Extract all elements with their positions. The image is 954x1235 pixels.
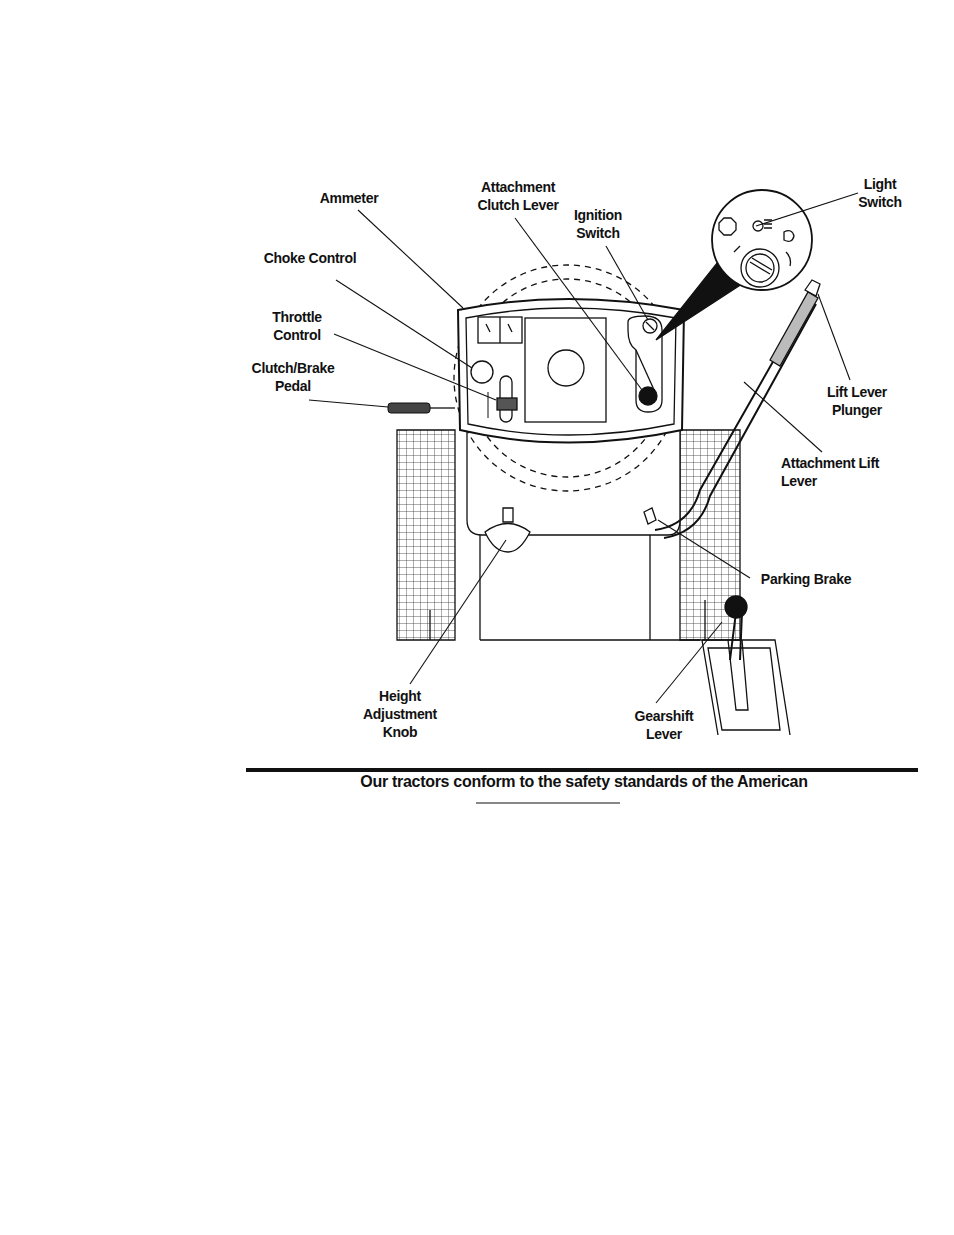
part-label: Clutch/Brake Pedal (241, 359, 345, 395)
part-label: Attachment Lift Lever (781, 454, 899, 490)
part-label: Attachment Clutch Lever (470, 178, 566, 214)
part-label: Throttle Control (261, 308, 333, 344)
part-label: Light Switch (849, 175, 911, 211)
part-label: Choke Control (245, 249, 375, 267)
part-label: Ammeter (304, 189, 394, 207)
footer-note: Our tractors conform to the safety stand… (264, 772, 904, 792)
part-label: Lift Lever Plunger (815, 383, 899, 419)
part-label: Height Adjustment Knob (354, 687, 446, 741)
part-label: Ignition Switch (562, 206, 634, 242)
part-label: Gearshift Lever (625, 707, 703, 743)
part-label: Parking Brake (751, 570, 861, 588)
